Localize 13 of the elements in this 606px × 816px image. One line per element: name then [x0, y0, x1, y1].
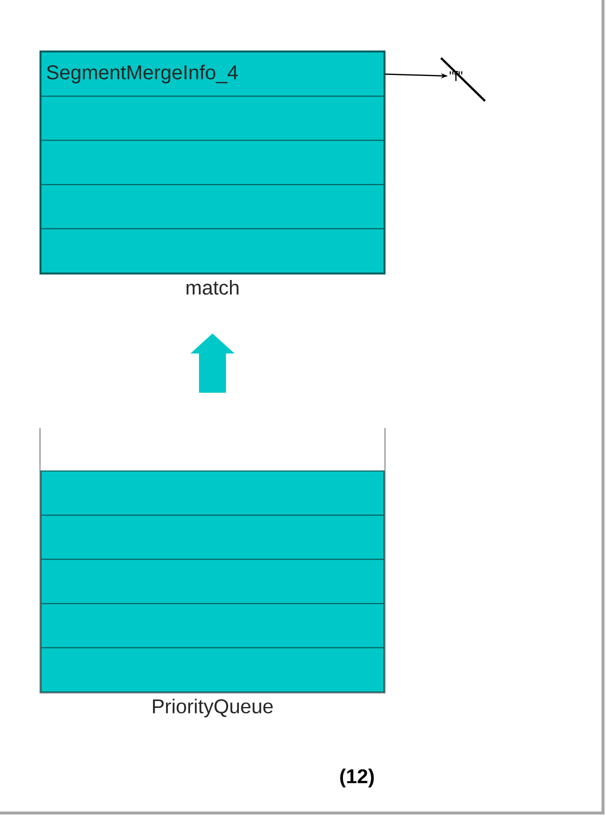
stack-cell: [40, 140, 384, 186]
stack-cell: [40, 514, 384, 560]
stack-cell: [40, 603, 384, 648]
stack-cell: [40, 470, 384, 516]
stack-cell: [40, 228, 384, 274]
stack-cell: [40, 647, 384, 692]
queue-container: PriorityQueue: [40, 428, 386, 718]
stack-cell: [40, 184, 384, 230]
node-label: match: [186, 280, 238, 295]
stack-cell: [40, 96, 384, 141]
figure-number: (12): [340, 768, 374, 788]
stack-cell: [40, 558, 384, 604]
stack-cell: SegmentMergeInfo_4: [40, 52, 384, 97]
